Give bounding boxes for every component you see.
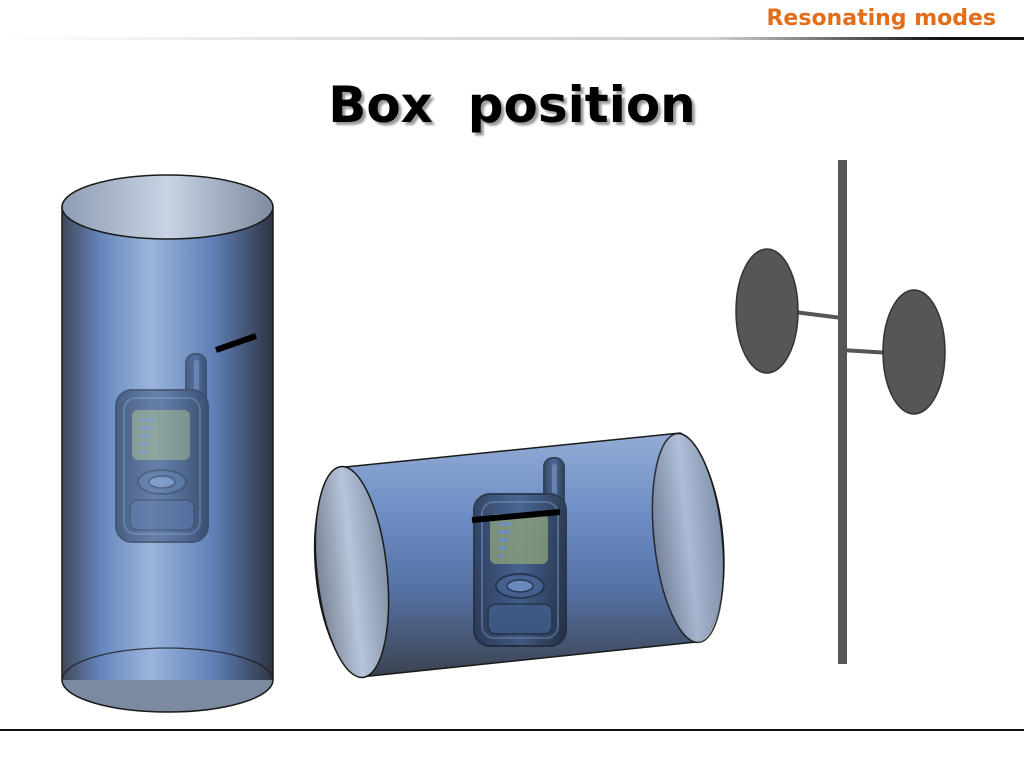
slide-title: Box position: [328, 76, 696, 134]
antenna-disc-left: [735, 248, 799, 374]
horizontal-cylinder: [313, 432, 725, 679]
section-label: Resonating modes: [766, 6, 996, 31]
dipole-antenna-pole: [735, 160, 946, 664]
antenna-marker-horizontal: [471, 509, 561, 523]
footer-rule: [0, 729, 1024, 731]
antenna-disc-right: [882, 289, 946, 415]
header-rule: [0, 37, 1024, 40]
antenna-marker-vertical: [215, 333, 257, 353]
